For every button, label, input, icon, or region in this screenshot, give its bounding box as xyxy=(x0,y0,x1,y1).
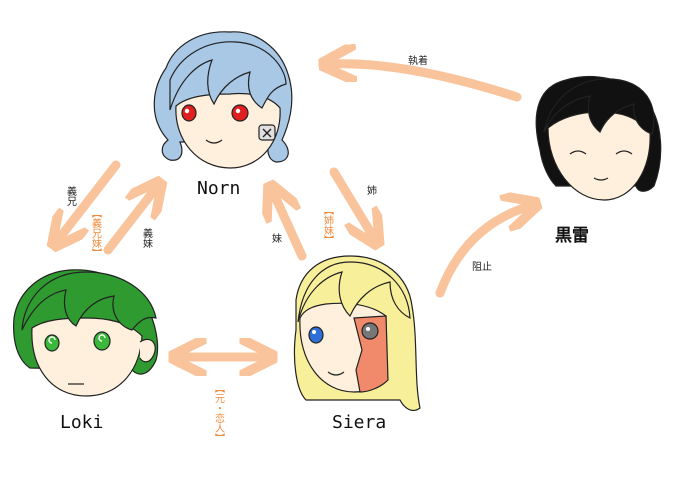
label-bracket-shimai: 【姉妹】 xyxy=(322,205,334,245)
loki-portrait xyxy=(13,269,159,397)
name-norn: Norn xyxy=(197,178,240,199)
label-imouto: 妹 xyxy=(272,233,282,245)
arrow-loki-to-norn xyxy=(103,188,156,255)
label-bracket-gikeimai: 【義兄妹】 xyxy=(90,208,102,258)
label-shuchaku: 執着 xyxy=(408,54,428,67)
label-gikei: 義兄 xyxy=(65,185,77,207)
arrow-kurorai-to-norn xyxy=(330,64,522,102)
arrow-siera-to-kurorai xyxy=(435,206,530,298)
kurorai-portrait xyxy=(535,76,662,201)
norn-eye-right xyxy=(231,104,249,122)
name-loki: Loki xyxy=(60,412,103,433)
siera-eye-right xyxy=(361,322,379,340)
norn-portrait xyxy=(153,31,293,169)
label-bracket-motokoibito: 【元・恋人】 xyxy=(213,383,225,443)
label-ane: 姉 xyxy=(367,184,377,197)
arrow-siera-to-norn xyxy=(273,192,307,261)
siera-portrait xyxy=(293,255,421,412)
arrow-norn-to-siera xyxy=(329,167,374,238)
arrow-norn-to-loki xyxy=(58,160,121,240)
label-soshi: 阻止 xyxy=(472,261,492,273)
label-gimai: 義妹 xyxy=(141,227,153,249)
norn-eye-left xyxy=(181,104,197,122)
name-kurorai: 黒雷 xyxy=(555,226,589,246)
name-siera: Siera xyxy=(332,412,386,433)
siera-eye-left xyxy=(308,326,324,344)
